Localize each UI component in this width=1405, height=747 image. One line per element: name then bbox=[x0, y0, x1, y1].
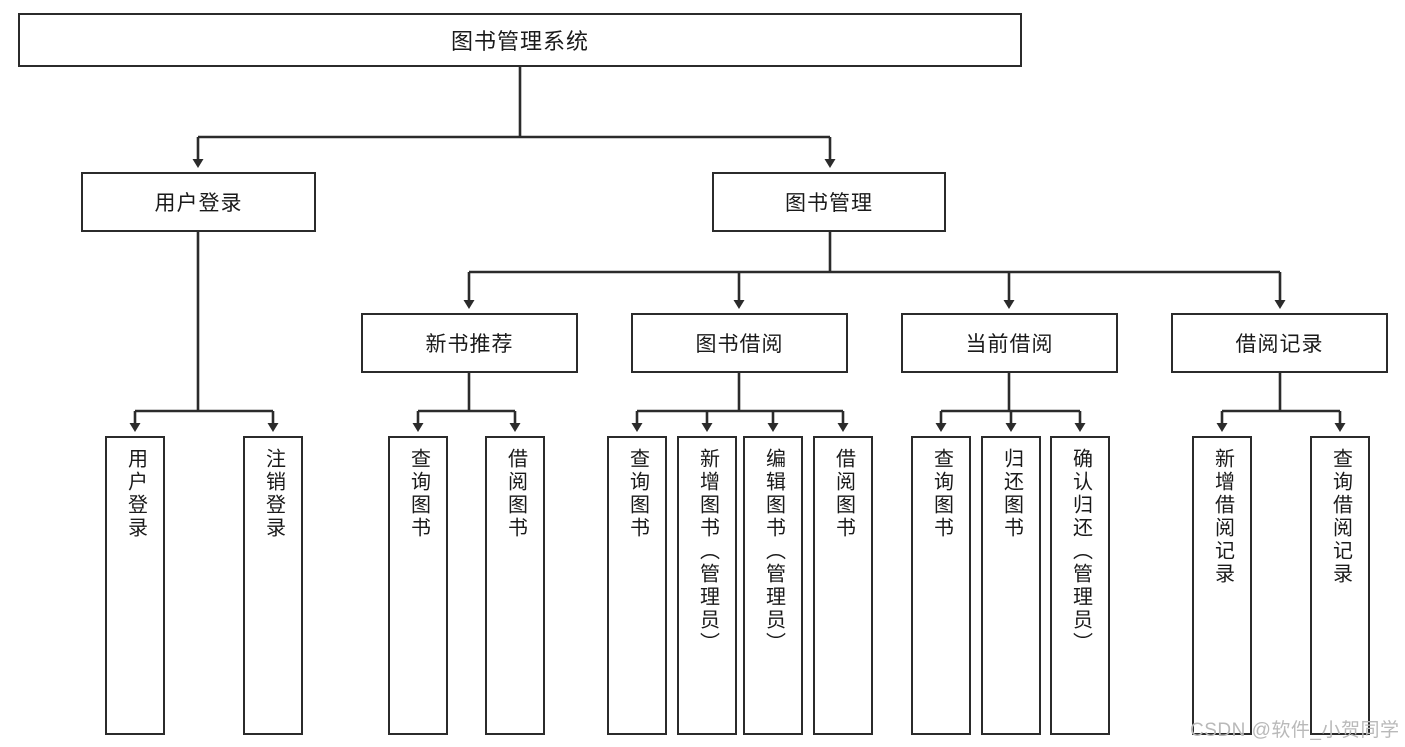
node-leaf-label: 注销登录 bbox=[262, 448, 285, 540]
node-level2-book-management[interactable]: 图书管理 bbox=[712, 172, 946, 232]
node-leaf-label: 新增图书（管理员） bbox=[696, 448, 719, 655]
node-leaf-add-book-admin[interactable]: 新增图书（管理员） bbox=[677, 436, 737, 735]
node-level3-current-borrow[interactable]: 当前借阅 bbox=[901, 313, 1118, 373]
node-leaf-query-book-borrow[interactable]: 查询图书 bbox=[607, 436, 667, 735]
node-leaf-label: 借阅图书 bbox=[832, 448, 855, 540]
node-leaf-logout[interactable]: 注销登录 bbox=[243, 436, 303, 735]
node-level2-user-login[interactable]: 用户登录 bbox=[81, 172, 316, 232]
node-leaf-query-book-current[interactable]: 查询图书 bbox=[911, 436, 971, 735]
node-leaf-label: 查询图书 bbox=[930, 448, 953, 540]
node-level3-new-book-recommend[interactable]: 新书推荐 bbox=[361, 313, 578, 373]
node-leaf-label: 确认归还（管理员） bbox=[1069, 448, 1092, 655]
csdn-watermark: CSDN @软件_小贺同学 bbox=[1190, 720, 1400, 741]
node-leaf-edit-book-admin[interactable]: 编辑图书（管理员） bbox=[743, 436, 803, 735]
node-leaf-confirm-return-admin[interactable]: 确认归还（管理员） bbox=[1050, 436, 1110, 735]
node-leaf-label: 用户登录 bbox=[124, 448, 147, 540]
node-leaf-label: 借阅图书 bbox=[504, 448, 527, 540]
node-level3-borrow-record[interactable]: 借阅记录 bbox=[1171, 313, 1388, 373]
node-leaf-label: 归还图书 bbox=[1000, 448, 1023, 540]
node-leaf-borrow-book-recommend[interactable]: 借阅图书 bbox=[485, 436, 545, 735]
node-leaf-label: 新增借阅记录 bbox=[1211, 448, 1234, 586]
node-leaf-label: 编辑图书（管理员） bbox=[762, 448, 785, 655]
node-root[interactable]: 图书管理系统 bbox=[18, 13, 1022, 67]
node-leaf-label: 查询图书 bbox=[626, 448, 649, 540]
node-leaf-label: 查询图书 bbox=[407, 448, 430, 540]
node-level3-book-borrow[interactable]: 图书借阅 bbox=[631, 313, 848, 373]
node-leaf-return-book[interactable]: 归还图书 bbox=[981, 436, 1041, 735]
node-leaf-user-login[interactable]: 用户登录 bbox=[105, 436, 165, 735]
node-leaf-query-borrow-record[interactable]: 查询借阅记录 bbox=[1310, 436, 1370, 735]
node-leaf-add-borrow-record[interactable]: 新增借阅记录 bbox=[1192, 436, 1252, 735]
node-leaf-borrow-book[interactable]: 借阅图书 bbox=[813, 436, 873, 735]
node-leaf-query-book-recommend[interactable]: 查询图书 bbox=[388, 436, 448, 735]
node-leaf-label: 查询借阅记录 bbox=[1329, 448, 1352, 586]
